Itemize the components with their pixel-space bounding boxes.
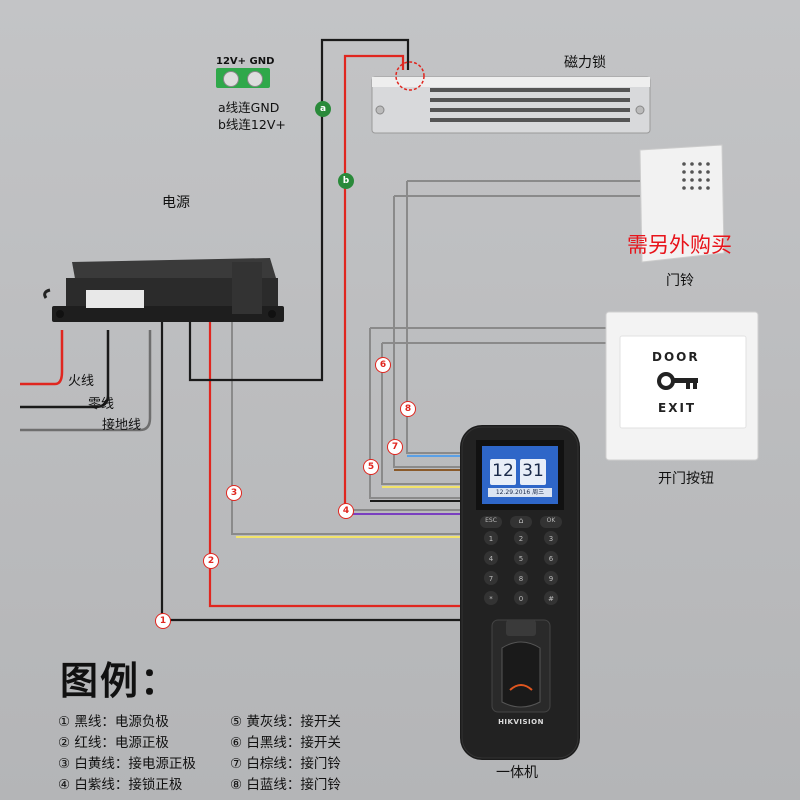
svg-text:8: 8 bbox=[519, 575, 523, 583]
legend-item-3: ③ 白黄线：接电源正极 bbox=[58, 756, 196, 772]
key-home[interactable]: ⌂ bbox=[518, 516, 524, 525]
terminal-label: 12V+ GND bbox=[216, 56, 275, 67]
wire-marker-3: 3 bbox=[226, 485, 242, 501]
mag-lock-body bbox=[371, 61, 651, 134]
terminal-note-a: a线连GND bbox=[218, 100, 280, 115]
screen-minute: 31 bbox=[522, 461, 544, 481]
svg-text:5: 5 bbox=[519, 555, 523, 563]
exit-button-plate bbox=[605, 311, 759, 461]
fingerprint-sensor bbox=[491, 619, 551, 713]
screen-date: 12.29.2016 周三 bbox=[495, 489, 545, 496]
exit-exit-text: EXIT bbox=[658, 401, 697, 415]
legend-item-2: ② 红线：电源正极 bbox=[58, 735, 169, 751]
doorbell-label: 门铃 bbox=[666, 273, 694, 289]
doorbell-device bbox=[639, 144, 725, 263]
neutral-label: 零线 bbox=[88, 397, 115, 412]
wire-a-black bbox=[188, 38, 410, 382]
device-brand: HIKVISION bbox=[498, 718, 544, 726]
legend-item-6: ⑥ 白黑线：接开关 bbox=[230, 735, 341, 751]
wire-b-red bbox=[343, 54, 405, 510]
wire-marker-a: a bbox=[315, 101, 331, 117]
legend-item-4: ④ 白紫线：接锁正极 bbox=[58, 777, 183, 793]
screw-icon bbox=[247, 71, 263, 87]
svg-text:3: 3 bbox=[549, 535, 553, 543]
legend-item-1: ① 黑线：电源负极 bbox=[58, 714, 169, 730]
screw-icon bbox=[223, 71, 239, 87]
key-esc[interactable]: ESC bbox=[485, 517, 497, 524]
wire-marker-1: 1 bbox=[155, 613, 171, 629]
wire-2-red bbox=[208, 322, 462, 608]
legend-item-7: ⑦ 白棕线：接门铃 bbox=[230, 756, 341, 772]
svg-text:1: 1 bbox=[489, 535, 493, 543]
ground-label: 接地线 bbox=[102, 418, 142, 433]
exit-door-text: DOOR bbox=[652, 350, 700, 364]
svg-text:4: 4 bbox=[489, 555, 494, 563]
svg-text:#: # bbox=[548, 595, 554, 603]
svg-text:*: * bbox=[489, 595, 493, 603]
wire-6-gray bbox=[369, 327, 620, 499]
doorbell-note: 需另外购买 bbox=[627, 233, 732, 257]
wire-marker-6: 6 bbox=[375, 357, 391, 373]
wire-marker-2: 2 bbox=[203, 553, 219, 569]
legend-title: 图例： bbox=[60, 659, 181, 703]
wire-8-gray bbox=[393, 195, 640, 468]
device-label: 一体机 bbox=[496, 765, 538, 781]
mains-wires bbox=[20, 330, 152, 432]
wire-marker-5: 5 bbox=[363, 459, 379, 475]
wire-marker-b: b bbox=[338, 173, 354, 189]
svg-text:7: 7 bbox=[489, 575, 493, 583]
wire-7-gray bbox=[406, 180, 640, 454]
ground-wire bbox=[20, 330, 152, 432]
wire-marker-7: 7 bbox=[387, 439, 403, 455]
svg-text:2: 2 bbox=[519, 535, 523, 543]
live-label: 火线 bbox=[68, 374, 95, 389]
keypad: 1 2 3 4 5 6 7 8 9 * 0 # bbox=[480, 516, 562, 605]
key-ok[interactable]: OK bbox=[546, 517, 556, 524]
power-output-wires bbox=[160, 38, 462, 622]
neutral-wire bbox=[20, 330, 110, 409]
live-wire bbox=[20, 330, 64, 386]
mag-lock-label: 磁力锁 bbox=[564, 55, 606, 71]
svg-text:6: 6 bbox=[549, 555, 554, 563]
power-supply-label: 电源 bbox=[162, 195, 190, 211]
svg-text:0: 0 bbox=[519, 595, 523, 603]
wire-3-gray bbox=[231, 322, 462, 535]
legend-item-5: ⑤ 黄灰线：接开关 bbox=[230, 714, 341, 730]
svg-text:9: 9 bbox=[549, 575, 553, 583]
legend-item-8: ⑧ 白蓝线：接门铃 bbox=[230, 777, 341, 793]
terminal-block bbox=[216, 68, 270, 88]
screen-hour: 12 bbox=[492, 461, 514, 481]
terminal-note-b: b线连12V+ bbox=[218, 117, 286, 132]
wire-marker-4: 4 bbox=[338, 503, 354, 519]
exit-button-label: 开门按钮 bbox=[658, 471, 714, 487]
power-supply-box bbox=[43, 258, 284, 322]
wire-5-gray bbox=[381, 342, 620, 485]
wire-marker-8: 8 bbox=[400, 401, 416, 417]
